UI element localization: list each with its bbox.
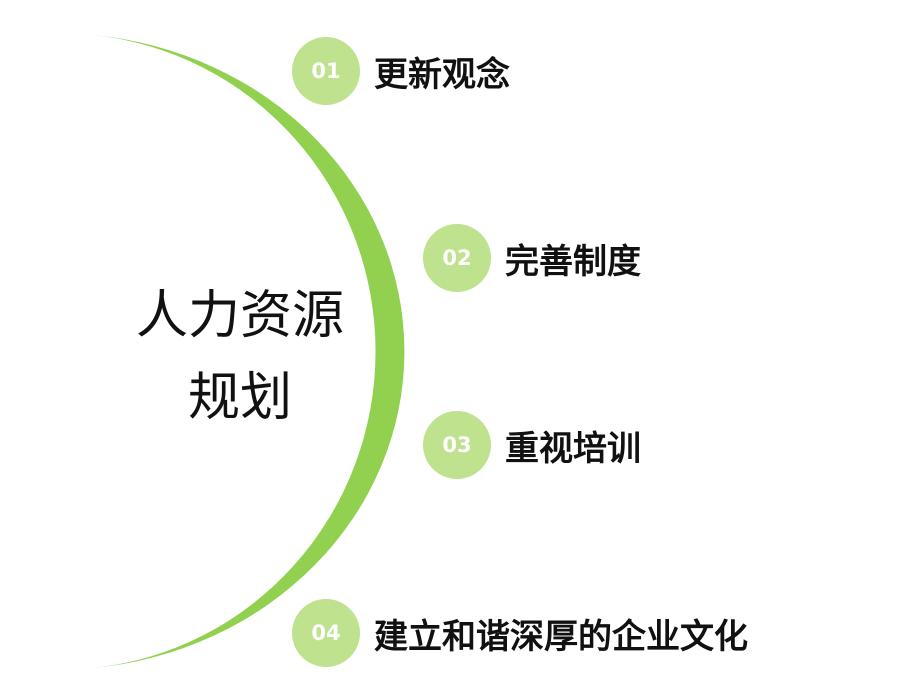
step-item-2: 02 完善制度: [423, 223, 641, 293]
step-number-badge-4: 04: [292, 599, 360, 667]
title-line-1: 人力资源: [135, 286, 344, 346]
step-number-badge-2: 02: [423, 224, 491, 292]
step-label-3: 重视培训: [505, 428, 641, 469]
step-item-1: 01 更新观念: [292, 36, 510, 106]
step-item-3: 03 重视培训: [423, 410, 641, 480]
step-item-4: 04 建立和谐深厚的企业文化: [292, 598, 748, 668]
crescent-arc-shape: [92, 35, 405, 668]
step-number-badge-3: 03: [423, 411, 491, 479]
step-label-1: 更新观念: [374, 54, 510, 95]
title-line-2: 规划: [187, 368, 292, 428]
step-label-2: 完善制度: [505, 241, 641, 282]
step-number-badge-1: 01: [292, 37, 360, 105]
step-label-4: 建立和谐深厚的企业文化: [374, 616, 748, 657]
